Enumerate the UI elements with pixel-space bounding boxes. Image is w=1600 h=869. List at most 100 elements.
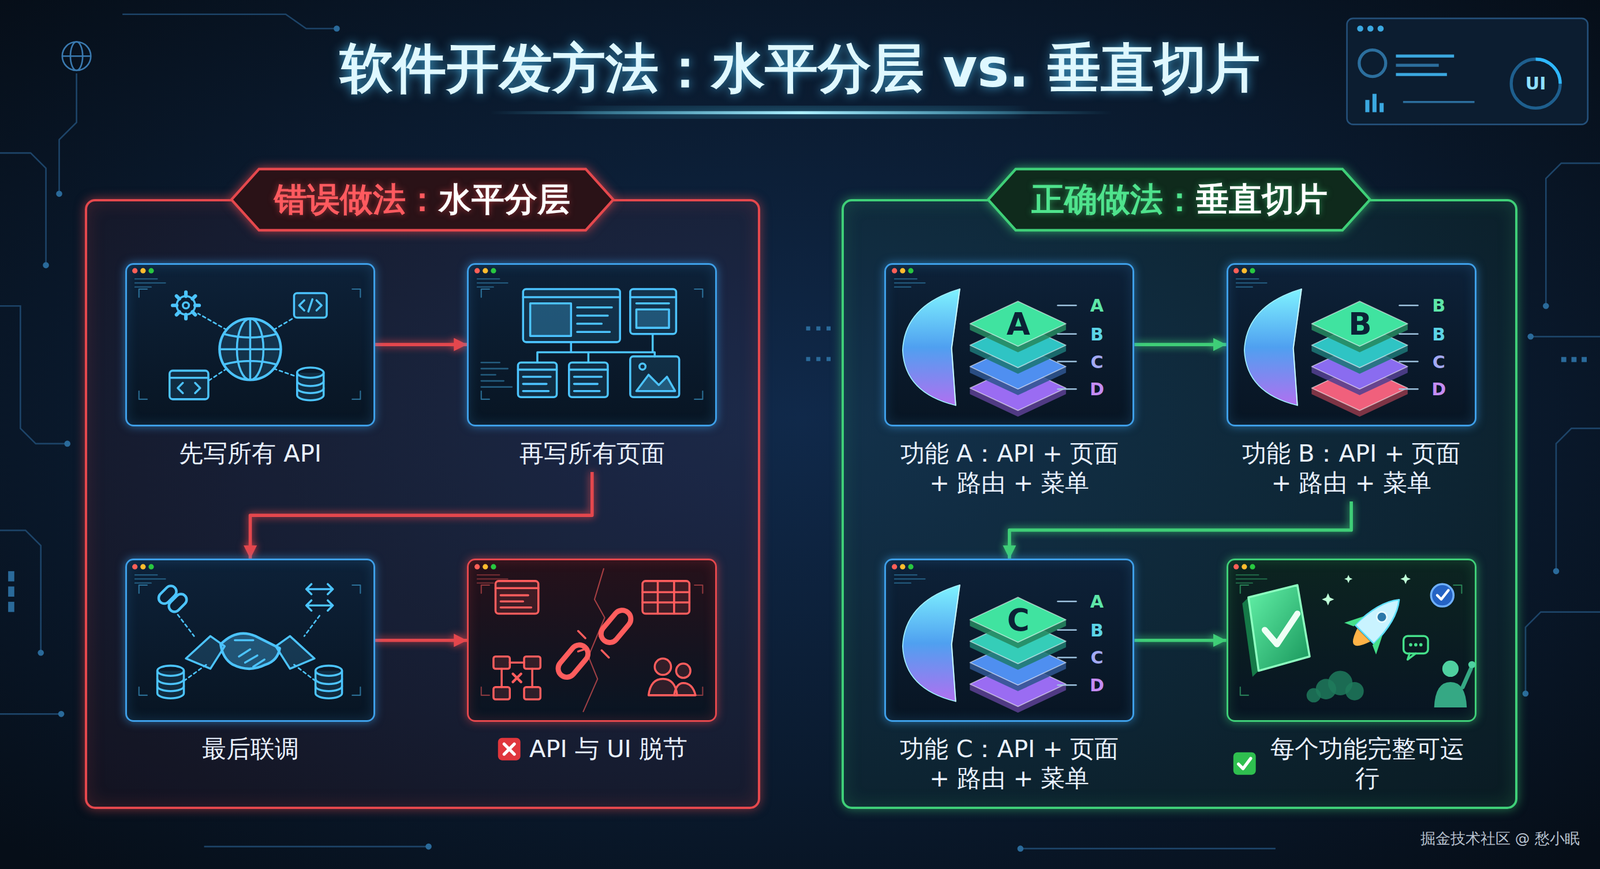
window-illustration (124, 262, 375, 426)
corner-mark (1240, 585, 1463, 696)
caption-row: 功能 C：API + 页面 + 路由 + 菜单 (890, 734, 1129, 794)
sparkle (1400, 573, 1411, 585)
icon-group (474, 563, 703, 712)
decoration (1356, 25, 1364, 32)
panel-heading: 正确做法： (1031, 178, 1196, 223)
icon-part (1407, 653, 1416, 660)
panel-tab: 错误做法：水平分层 (231, 169, 614, 231)
icon-part (1408, 643, 1413, 647)
check-panel (1248, 585, 1310, 671)
decoration (1395, 54, 1454, 58)
page-wireframe (522, 289, 620, 343)
icon-group (1233, 268, 1418, 417)
layer-tag: B (1090, 324, 1104, 345)
sparkle (1321, 593, 1334, 606)
node-caption: 最后联调 (202, 734, 299, 764)
icon-part (1462, 668, 1471, 688)
leader-dash (1057, 684, 1076, 687)
layer-plate (969, 597, 1066, 643)
decoration (122, 14, 337, 29)
window-frame (884, 558, 1135, 723)
decoration (64, 440, 71, 448)
icon-part (1344, 610, 1390, 656)
decoration (62, 41, 91, 70)
window-dot (148, 563, 155, 570)
icon-part (501, 662, 533, 687)
leader-dash (1057, 388, 1076, 391)
window-dot (899, 268, 906, 274)
icon-group (1233, 563, 1476, 708)
panel-frame: 功能 A：API + 页面 + 路由 + 菜单功能 B：API + 页面 + 路… (841, 199, 1517, 810)
code-icon (294, 293, 328, 318)
icon-part (135, 282, 166, 284)
decoration (1359, 50, 1386, 77)
window-frame (125, 263, 376, 427)
icon-part (894, 282, 925, 284)
decoration (8, 571, 15, 582)
window-dot (891, 563, 897, 570)
panel-heading: 错误做法： (274, 178, 439, 223)
icon-part (1437, 590, 1449, 600)
layer-letter: B (1348, 307, 1372, 342)
icon-part (315, 678, 343, 691)
pie-slice (1244, 289, 1302, 406)
people-icon (654, 658, 671, 675)
leader-dash (1057, 600, 1076, 603)
decoration (8, 586, 15, 597)
layer-plate (1311, 301, 1408, 347)
icon-part (135, 578, 166, 580)
decoration (1525, 612, 1600, 694)
icon-part (1374, 610, 1390, 625)
icon-part (476, 578, 508, 580)
decoration (1556, 428, 1600, 571)
icon-part (1414, 643, 1418, 647)
decoration (1379, 103, 1384, 113)
arrows-icon (306, 584, 334, 611)
decoration (1017, 845, 1024, 852)
pie-slice (902, 289, 960, 406)
decoration (42, 262, 50, 269)
icon-part (894, 278, 917, 280)
window-dot (148, 268, 155, 274)
icon-part (135, 286, 152, 289)
leader-dash (1399, 304, 1419, 307)
flow-box (493, 687, 510, 700)
window-illustration (466, 262, 717, 426)
smoke-cloud (1345, 682, 1364, 701)
icon-part (315, 665, 343, 676)
caption-row: API 与 UI 脱节 (473, 734, 712, 764)
icon-part (1236, 278, 1259, 280)
icon-part (135, 278, 158, 280)
window-dot (1249, 563, 1255, 570)
decoration (1511, 59, 1561, 109)
title-text: 软件开发方法：水平分层 vs. 垂直切片 (0, 36, 1600, 101)
icon-part (648, 678, 678, 695)
leader-dash (1057, 656, 1076, 659)
leader-dash (1057, 629, 1076, 631)
window-frame (1226, 558, 1477, 723)
window-dot (907, 563, 914, 570)
handshake-icon (221, 633, 281, 669)
decoration (826, 326, 831, 331)
layer-letter: C (1007, 603, 1030, 638)
icon-part (674, 682, 696, 695)
corner-mark (480, 289, 703, 400)
pie-slice (902, 585, 960, 702)
decoration (0, 713, 62, 716)
decoration (1372, 94, 1377, 113)
decoration (1530, 335, 1600, 338)
decoration (1403, 101, 1475, 104)
decoration (1365, 99, 1370, 112)
globe-icon (219, 318, 282, 380)
icon-part (638, 363, 646, 370)
decoration (1561, 357, 1567, 363)
icon-part (1236, 282, 1267, 284)
icon-part (1236, 286, 1253, 289)
flow-box (493, 656, 510, 669)
badge-mark (503, 744, 515, 755)
corner-mark (139, 289, 361, 400)
layer-tag: B (1432, 324, 1446, 345)
icon-part (182, 302, 190, 309)
icon-part (951, 585, 960, 702)
handshake-icon (275, 636, 315, 669)
